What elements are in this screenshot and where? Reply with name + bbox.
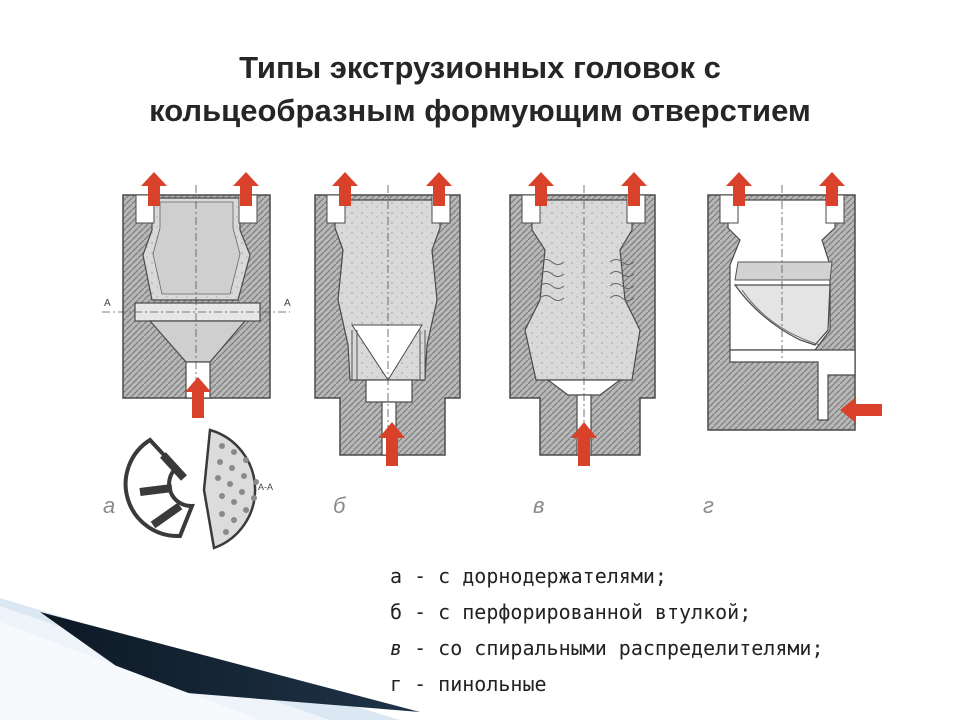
- legend-text: с дорнодержателями;: [438, 564, 667, 588]
- title-line-2: кольцеобразным формующим отверстием: [149, 93, 811, 128]
- figure-b: б: [314, 172, 461, 518]
- section-label: А-А: [258, 482, 273, 492]
- figure-a-flow-arrows: [141, 172, 259, 418]
- figure-a-cross-section: А-А: [123, 428, 273, 550]
- figure-d-letter: г: [703, 493, 714, 518]
- flow-arrow-out-left: [141, 172, 167, 206]
- figure-c-flow-arrows: [528, 172, 647, 466]
- flow-arrow-in: [840, 397, 882, 423]
- page-title: Типы экструзионных головок с кольцеобраз…: [60, 46, 900, 132]
- flow-arrow-out-left: [332, 172, 358, 206]
- legend-key: б: [390, 600, 403, 624]
- flow-arrow-out-right: [621, 172, 647, 206]
- figure-b-head-body: [314, 185, 461, 460]
- legend-item-c: в - со спиральными распределителями;: [390, 636, 824, 660]
- figure-c: в: [509, 172, 656, 518]
- figure-a-section-markers: А А: [104, 298, 291, 309]
- corner-decoration: [0, 598, 420, 720]
- legend-text: с перфорированной втулкой;: [438, 600, 752, 624]
- flow-arrow-in: [379, 422, 405, 466]
- figure-b-letter: б: [333, 493, 347, 518]
- legend-item-a: а - с дорнодержателями;: [390, 564, 667, 588]
- legend-text: со спиральными распределителями;: [438, 636, 824, 660]
- figure-d-flow-arrows: [726, 172, 882, 423]
- legend-key: в: [390, 636, 403, 660]
- legend-key: г: [390, 672, 403, 696]
- flow-arrow-out-right: [819, 172, 845, 206]
- section-marker-right: А: [284, 298, 291, 309]
- flow-arrow-out-right: [233, 172, 259, 206]
- figure-a: А А А-А а: [102, 172, 291, 550]
- legend: а - с дорнодержателями; б - с перфориров…: [390, 558, 950, 702]
- title-line-1: Типы экструзионных головок с: [239, 50, 721, 85]
- flow-arrow-out-right: [426, 172, 452, 206]
- legend-item-d: г - пинольные: [390, 672, 547, 696]
- figure-c-head-body: [509, 185, 656, 460]
- flow-arrow-in: [185, 377, 211, 418]
- flow-arrow-in: [571, 422, 597, 466]
- legend-text: пинольные: [438, 672, 547, 696]
- flow-arrow-out-left: [528, 172, 554, 206]
- figure-d: г: [703, 172, 882, 518]
- figure-d-head-body: [707, 185, 856, 431]
- flow-arrow-out-left: [726, 172, 752, 206]
- figure-b-flow-arrows: [332, 172, 452, 466]
- legend-item-b: б - с перфорированной втулкой;: [390, 600, 752, 624]
- figure-c-letter: в: [533, 493, 544, 518]
- figure-a-letter: а: [103, 493, 115, 518]
- section-marker-left: А: [104, 298, 111, 309]
- legend-key: а: [390, 564, 403, 588]
- figure-a-head-body: [102, 185, 290, 400]
